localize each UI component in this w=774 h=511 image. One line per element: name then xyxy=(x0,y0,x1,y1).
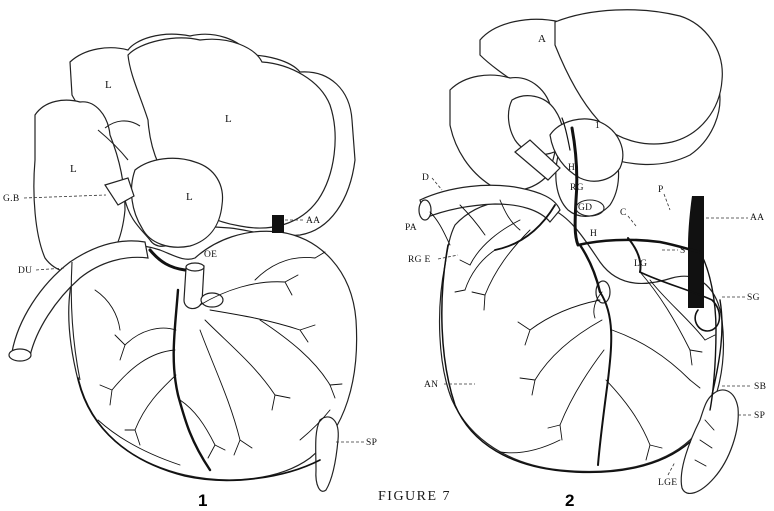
label-lg: LG xyxy=(634,259,647,269)
label-p: P xyxy=(658,185,664,195)
oesophagus-cut-end xyxy=(186,263,204,271)
label-aa-1: AA xyxy=(306,216,320,226)
duodenum-cut-end xyxy=(9,349,31,361)
label-c: C xyxy=(620,208,627,218)
label-oe: OE xyxy=(204,250,217,260)
stomach-panel-1 xyxy=(69,231,357,480)
label-sp-2: SP xyxy=(754,411,765,421)
label-aa-2: AA xyxy=(750,213,764,223)
label-an: AN xyxy=(424,380,438,390)
panel-number-1: 1 xyxy=(198,491,207,510)
label-h-1: H xyxy=(568,163,575,173)
label-rge: RG E xyxy=(408,255,431,265)
label-sp-1: SP xyxy=(366,438,377,448)
label-sb: SB xyxy=(754,382,766,392)
label-s: S xyxy=(680,246,686,256)
label-h-2: H xyxy=(590,229,597,239)
panel-number-2: 2 xyxy=(565,491,574,510)
figure-caption: FIGURE 7 xyxy=(378,489,451,504)
duodenum2-cut-end xyxy=(419,200,431,220)
label-a: A xyxy=(538,33,546,45)
label-gd: GD xyxy=(578,203,592,213)
label-liver-4: L xyxy=(186,191,193,203)
label-pa: PA xyxy=(405,223,417,233)
spleen-panel-1 xyxy=(316,417,339,491)
label-lge: LGE xyxy=(658,478,677,488)
label-d: D xyxy=(422,173,429,183)
label-one: 1 xyxy=(595,121,600,131)
label-liver-1: L xyxy=(105,79,112,91)
label-rg: RG xyxy=(570,183,584,193)
label-liver-2: L xyxy=(225,113,232,125)
label-du: DU xyxy=(18,266,32,276)
liver-lobe-caudate xyxy=(131,158,222,247)
label-gb: G.B xyxy=(3,194,19,204)
panel-1: L L L L G.B DU OE AA SP 1 xyxy=(3,34,377,510)
label-sg: SG xyxy=(747,293,760,303)
stomach-panel-2 xyxy=(440,201,724,472)
label-liver-3: L xyxy=(70,163,77,175)
panel-2: A 1 H RG GD H D PA RG E P C S LG AA SG A… xyxy=(405,10,766,510)
aorta-stub xyxy=(272,215,284,233)
